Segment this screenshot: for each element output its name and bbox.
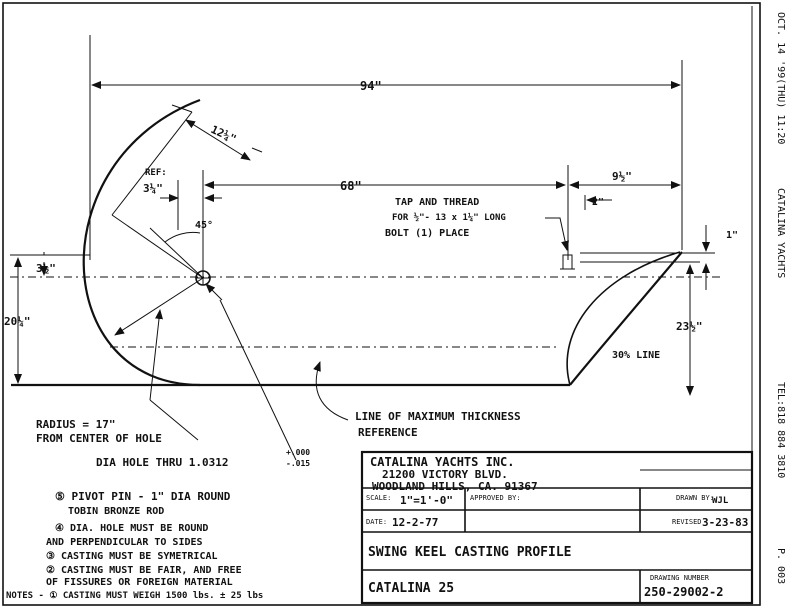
tb-drawing-number: 250-29002-2	[644, 585, 723, 599]
note-4b: AND PERPENDICULAR TO SIDES	[46, 537, 203, 548]
fax-phone: TEL:818 884 3810	[775, 382, 786, 478]
radius-note: RADIUS = 17" FROM CENTER OF HOLE DIA HOL…	[36, 283, 310, 469]
note-5b: TOBIN BRONZE ROD	[68, 506, 164, 517]
tb-company: CATALINA YACHTS INC.	[370, 455, 515, 469]
dim-pivot-drop-label: 3½"	[36, 262, 56, 275]
dim-aft-depth-label: 23½"	[676, 320, 703, 333]
dim-aft: 9½"	[567, 165, 681, 260]
thickness-note: LINE OF MAXIMUM THICKNESS REFERENCE	[313, 361, 521, 439]
tolerance-minus: -.015	[286, 459, 310, 468]
tb-scale-label: SCALE:	[366, 494, 391, 502]
fax-date: OCT. 14 '99(THU) 11:20	[775, 12, 786, 144]
tap-note-line1: TAP AND THREAD	[395, 197, 479, 208]
note-4a: ④ DIA. HOLE MUST BE ROUND	[55, 523, 208, 534]
note-1: NOTES - ① CASTING MUST WEIGH 1500 lbs. ±…	[6, 591, 263, 601]
dim-forward-depth: 20¼"	[4, 257, 31, 384]
dim-tap-spacing-label: 2"	[592, 197, 604, 208]
dim-top-clearance-label: 1"	[726, 230, 738, 241]
notes-section: ⑤ PIVOT PIN - 1" DIA ROUND TOBIN BRONZE …	[6, 490, 263, 601]
fax-company: CATALINA YACHTS	[775, 188, 786, 278]
dim-tap-offset-label: 68"	[340, 179, 362, 193]
radius-note-line2: FROM CENTER OF HOLE	[36, 432, 162, 445]
dim-overall: 94"	[89, 35, 683, 260]
radius-line-upper-top	[111, 111, 193, 216]
angle-line	[149, 227, 204, 279]
tb-address2: WOODLAND HILLS, CA. 91367	[372, 480, 538, 493]
tap-note-line3: BOLT (1) PLACE	[385, 228, 469, 239]
tb-title: SWING KEEL CASTING PROFILE	[368, 545, 572, 560]
line-30-label: 30% LINE	[612, 350, 660, 361]
tb-date-label: DATE:	[366, 518, 387, 526]
tb-approved-label: APPROVED BY:	[470, 494, 521, 502]
dim-radius-width: 12¼"	[171, 104, 263, 161]
ref-offset-label: 3¼"	[143, 182, 163, 195]
note-3: ③ CASTING MUST BE SYMETRICAL	[46, 551, 218, 562]
dim-aft-label: 9½"	[612, 170, 632, 183]
dim-forward-depth-label: 20¼"	[4, 315, 31, 328]
drawing-border	[2, 2, 761, 606]
dim-pivot-drop: 3½"	[10, 252, 90, 276]
note-5a: ⑤ PIVOT PIN - 1" DIA ROUND	[55, 490, 231, 503]
angle-arc	[164, 231, 201, 243]
dim-overall-label: 94"	[360, 79, 382, 93]
ref-label: REF:	[145, 168, 167, 178]
keel-outline	[11, 98, 683, 387]
dim-ref: REF: 3¼"	[143, 168, 222, 202]
note-2a: ② CASTING MUST BE FAIR, AND FREE	[46, 565, 242, 576]
fax-header: OCT. 14 '99(THU) 11:20 CATALINA YACHTS T…	[775, 12, 786, 584]
fax-page: P. 003	[775, 548, 786, 584]
dim-tap-offset: 68"	[204, 179, 566, 193]
dim-tap-spacing: 2"	[584, 195, 612, 210]
thickness-note-line2: REFERENCE	[358, 426, 418, 439]
title-block: CATALINA YACHTS INC. 21200 VICTORY BLVD.…	[360, 450, 754, 605]
dim-radius-width-label: 12¼"	[209, 123, 239, 146]
radius-note-line1: RADIUS = 17"	[36, 418, 115, 431]
radius-line-upper	[111, 214, 204, 279]
radius-line-lower	[114, 277, 204, 336]
tb-date-value: 12-2-77	[392, 516, 438, 529]
angle-label: 45°	[195, 220, 213, 231]
tb-drawing-number-label: DRAWING NUMBER	[650, 574, 710, 582]
tb-model: CATALINA 25	[368, 581, 454, 596]
tap-hole	[560, 254, 575, 270]
thickness-note-line1: LINE OF MAXIMUM THICKNESS	[355, 410, 521, 423]
dia-hole-note: DIA HOLE THRU 1.0312	[96, 456, 228, 469]
tb-address1: 21200 VICTORY BLVD.	[382, 468, 508, 481]
dim-top-clearance: 1"	[702, 225, 738, 290]
tolerance-plus: +.000	[286, 448, 310, 457]
tb-drawn-label: DRAWN BY:	[676, 494, 714, 502]
dim-aft-depth: 23½"	[676, 264, 703, 396]
note-2b: OF FISSURES OR FOREIGN MATERIAL	[46, 577, 233, 588]
tb-drawn-value: WJL	[712, 496, 729, 506]
tb-scale-value: 1"=1'-0"	[400, 494, 453, 507]
tb-revised-label: REVISED	[672, 518, 702, 526]
tap-note: TAP AND THREAD FOR ½"- 13 x 1¼" LONG BOL…	[385, 197, 569, 251]
tap-note-line2: FOR ½"- 13 x 1¼" LONG	[392, 212, 506, 223]
tb-revised-value: 3-23-83	[702, 516, 748, 529]
